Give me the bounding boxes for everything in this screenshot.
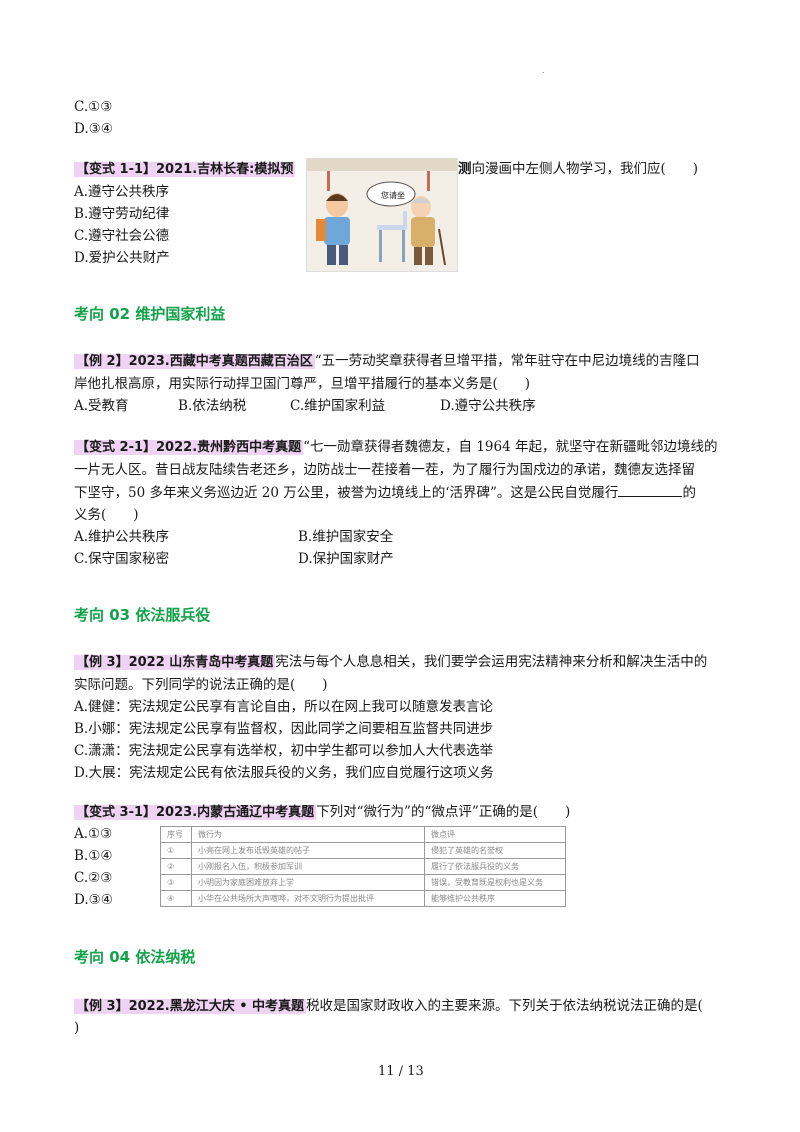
table-row: ④ 小华在公共场所大声喧哗，对不文明行为提出批评 能够维护公共秩序 bbox=[160, 890, 566, 907]
option-d: D.保护国家财产 bbox=[298, 551, 394, 567]
question-v11-header: 【变式 1-1】2021.吉林长春:模拟预 bbox=[74, 158, 296, 181]
question-v31-line1: 【变式 3-1】2023.内蒙古通辽中考真题下列对“微行为”的“微点评”正确的是… bbox=[74, 801, 570, 824]
option-a: A.受教育 bbox=[74, 398, 129, 414]
question-text: “五一劳动奖章获得者旦增平措，常年驻守在中尼边境线的吉隆口 bbox=[314, 353, 700, 369]
table-cell: 小亮在网上发布诋毁英雄的帖子 bbox=[191, 842, 425, 859]
section-title-02: 考向 02 维护国家利益 bbox=[74, 305, 226, 323]
question-text: 下坚守，50 多年来义务巡边近 20 万公里，被誉为边境线上的‘活界碑”。这是公… bbox=[74, 485, 619, 501]
source-label: 2023.西藏中考真题西藏百治区 bbox=[128, 354, 313, 369]
option-c: C.遵守社会公德 bbox=[74, 228, 170, 244]
question-ex2-line2: 岸他扎根高原，用实际行动捍卫国门尊严，旦增平措履行的基本义务是( ) bbox=[74, 376, 531, 392]
option-d: D.③④ bbox=[74, 121, 113, 137]
tag-label: 【变式 3-1】 bbox=[76, 805, 157, 820]
question-text-tail: 的 bbox=[682, 485, 696, 501]
option-c: C.维护国家利益 bbox=[290, 398, 386, 414]
tag-label: 【变式 2-1】 bbox=[76, 440, 157, 455]
option-b: B.依法纳税 bbox=[178, 398, 247, 414]
option-d: D.③④ bbox=[74, 892, 113, 908]
section-title-04: 考向 04 依法纳税 bbox=[74, 948, 196, 966]
option-b: B.遵守劳动纪律 bbox=[74, 206, 170, 222]
table-cell: ③ bbox=[160, 874, 192, 891]
answer-blank bbox=[618, 484, 683, 497]
option-a: A.健健：宪法规定公民享有言论自由，所以在网上我可以随意发表言论 bbox=[74, 699, 494, 715]
header-mark: . bbox=[542, 66, 545, 75]
question-ex2-line1: 【例 2】2023.西藏中考真题西藏百治区“五一劳动奖章获得者旦增平措，常年驻守… bbox=[74, 350, 700, 373]
question-text: 向漫画中左侧人物学习，我们应( ) bbox=[471, 161, 699, 177]
speech-bubble-text: 您请坐 bbox=[381, 190, 405, 200]
question-ex3b-line1: 【例 3】2022.黑龙江大庆 • 中考真题税收是国家财政收入的主要来源。下列关… bbox=[74, 995, 703, 1018]
option-b: B.维护国家安全 bbox=[298, 529, 394, 545]
table-row: ③ 小明因为家庭困难放弃上学 错误，受教育既是权利也是义务 bbox=[160, 874, 566, 891]
question-v21-line3: 下坚守，50 多年来义务巡边近 20 万公里，被誉为边境线上的‘活界碑”。这是公… bbox=[74, 482, 696, 504]
question-tag: 【例 2】2023.西藏中考真题西藏百治区 bbox=[74, 354, 315, 369]
question-tag: 【例 3】2022.黑龙江大庆 • 中考真题 bbox=[74, 999, 307, 1014]
table-row: ① 小亮在网上发布诋毁英雄的帖子 侵犯了英雄的名誉权 bbox=[160, 842, 566, 859]
page-number: 11 / 13 bbox=[378, 1064, 424, 1079]
table-cell: ④ bbox=[160, 890, 192, 907]
option-a: A.①③ bbox=[74, 826, 113, 842]
table-cell: 能够维护公共秩序 bbox=[424, 890, 566, 907]
table-header-row: 序号 微行为 微点评 bbox=[160, 826, 566, 843]
table-cell: 小明因为家庭困难放弃上学 bbox=[191, 874, 425, 891]
table-cell: 履行了依法服兵役的义务 bbox=[424, 858, 566, 875]
question-tag: 【变式 2-1】2022.贵州黔西中考真题 bbox=[74, 440, 304, 455]
table-row: ② 小刚报名入伍，积极参加军训 履行了依法服兵役的义务 bbox=[160, 858, 566, 875]
tag-label: 【例 2】 bbox=[76, 354, 129, 369]
question-ex3a-line2: 实际问题。下列同学的说法正确的是( ) bbox=[74, 677, 328, 693]
section-title-03: 考向 03 依法服兵役 bbox=[74, 606, 211, 624]
question-v21-line2: 一片无人区。昔日战友陆续告老还乡，边防战士一茬接着一茬，为了履行为国戍边的承诺，… bbox=[74, 462, 695, 478]
option-d: D.遵守公共秩序 bbox=[440, 398, 536, 414]
table-cell: 错误，受教育既是权利也是义务 bbox=[424, 874, 566, 891]
question-text: 下列对“微行为”的“微点评”正确的是( ) bbox=[316, 804, 571, 820]
cartoon-illustration: 您请坐 bbox=[307, 159, 457, 271]
table-header-cell: 序号 bbox=[160, 826, 192, 843]
tag-label: 【例 3】 bbox=[76, 999, 129, 1014]
question-tag: 【变式 3-1】2023.内蒙古通辽中考真题 bbox=[74, 805, 317, 820]
table-cell: 小华在公共场所大声喧哗，对不文明行为提出批评 bbox=[191, 890, 425, 907]
source-label: 2022 山东青岛中考真题 bbox=[128, 655, 274, 670]
option-b: B.①④ bbox=[74, 848, 113, 864]
question-v21-line4: 义务( ) bbox=[74, 507, 139, 523]
option-c: C.潇潇：宪法规定公民享有选举权，初中学生都可以参加人大代表选举 bbox=[74, 743, 494, 759]
tag-label: 【变式 1-1】 bbox=[76, 162, 157, 177]
source-label: 2022.黑龙江大庆 • 中考真题 bbox=[128, 999, 305, 1014]
behavior-table: 序号 微行为 微点评 ① 小亮在网上发布诋毁英雄的帖子 侵犯了英雄的名誉权 ② … bbox=[160, 826, 566, 907]
option-a: A.遵守公共秩序 bbox=[74, 184, 170, 200]
option-c: C.保守国家秘密 bbox=[74, 551, 170, 567]
option-d: D.大展：宪法规定公民有依法服兵役的义务，我们应自觉履行这项义务 bbox=[74, 765, 494, 781]
question-v21-line1: 【变式 2-1】2022.贵州黔西中考真题“七一勋章获得者魏德友，自 1964 … bbox=[74, 436, 717, 459]
table-header-cell: 微行为 bbox=[191, 826, 425, 843]
table-cell: 侵犯了英雄的名誉权 bbox=[424, 842, 566, 859]
source-label: 2021.吉林长春:模拟预 bbox=[156, 162, 294, 177]
source-label: 2022.贵州黔西中考真题 bbox=[156, 440, 302, 455]
question-text: 税收是国家财政收入的主要来源。下列关于依法纳税说法正确的是( bbox=[306, 998, 703, 1014]
table-cell: ② bbox=[160, 858, 192, 875]
tag-label: 【例 3】 bbox=[76, 655, 129, 670]
option-d: D.爱护公共财产 bbox=[74, 250, 170, 266]
table-cell: 小刚报名入伍，积极参加军训 bbox=[191, 858, 425, 875]
cartoon-image: 您请坐 bbox=[306, 158, 458, 272]
source-tail: 测 bbox=[458, 161, 472, 177]
question-tag: 【变式 1-1】2021.吉林长春:模拟预 bbox=[74, 162, 296, 177]
table-cell: ① bbox=[160, 842, 192, 859]
table-header-cell: 微点评 bbox=[424, 826, 566, 843]
option-c: C.②③ bbox=[74, 870, 113, 886]
question-tag: 【例 3】2022 山东青岛中考真题 bbox=[74, 655, 276, 670]
option-a: A.维护公共秩序 bbox=[74, 529, 170, 545]
question-text: 宪法与每个人息息相关，我们要学会运用宪法精神来分析和解决生活中的 bbox=[275, 654, 708, 670]
option-b: B.小娜：宪法规定公民享有监督权，因此同学之间要相互监督共同进步 bbox=[74, 721, 494, 737]
source-label: 2023.内蒙古通辽中考真题 bbox=[156, 805, 315, 820]
question-v11-text: 测向漫画中左侧人物学习，我们应( ) bbox=[458, 158, 698, 180]
question-text: “七一勋章获得者魏德友，自 1964 年起，就坚守在新疆毗邻边境线的 bbox=[303, 439, 718, 455]
behavior-table-grid: 序号 微行为 微点评 ① 小亮在网上发布诋毁英雄的帖子 侵犯了英雄的名誉权 ② … bbox=[160, 826, 566, 907]
option-c: C.①③ bbox=[74, 99, 113, 115]
question-ex3b-line2: ) bbox=[74, 1020, 80, 1036]
question-ex3a-line1: 【例 3】2022 山东青岛中考真题宪法与每个人息息相关，我们要学会运用宪法精神… bbox=[74, 651, 707, 674]
